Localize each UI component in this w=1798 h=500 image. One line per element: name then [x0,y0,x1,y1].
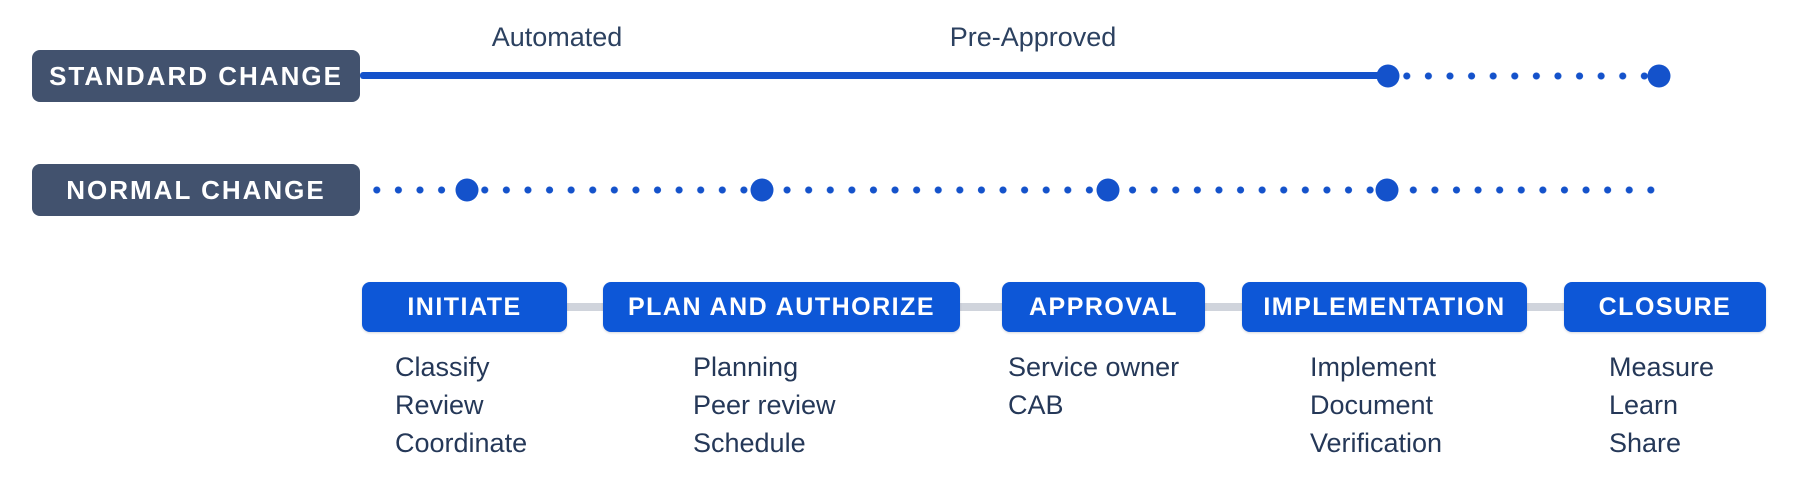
stage-item: Share [1609,428,1682,458]
stage-item: Implement [1310,352,1437,382]
stage-item: Coordinate [395,428,528,458]
normal-milestone-dot-plan [750,178,774,202]
normal-milestone-dot-approval [1096,178,1120,202]
standard-change-dotted-line [1396,72,1648,80]
normal-change-track-label: NORMAL CHANGE [32,164,360,216]
stage-items-approval: Service owner CAB [1008,348,1179,424]
stage-box-implementation: IMPLEMENTATION [1242,282,1527,332]
stage-item: Learn [1609,390,1679,420]
automated-label: Automated [491,22,623,52]
stage-item: Document [1310,390,1434,420]
normal-milestone-dot-implementation [1375,178,1399,202]
stage-box-approval: APPROVAL [1002,282,1205,332]
stage-item: Review [395,390,484,420]
stage-items-plan-and-authorize: Planning Peer review Schedule [693,348,836,462]
normal-milestone-dot-initiate [455,178,479,202]
pre-approved-label: Pre-Approved [949,22,1117,52]
stage-box-plan-and-authorize: PLAN AND AUTHORIZE [603,282,960,332]
stage-item: Measure [1609,352,1715,382]
stage-item: Peer review [693,390,836,420]
standard-milestone-dot [1376,64,1400,88]
standard-change-solid-line [360,72,1388,79]
stage-item: Planning [693,352,799,382]
stage-item: Schedule [693,428,806,458]
stage-items-implementation: Implement Document Verification [1310,348,1442,462]
normal-change-dotted-line [366,186,1668,194]
stage-item: Service owner [1008,352,1180,382]
stage-box-initiate: INITIATE [362,282,567,332]
stage-items-initiate: Classify Review Coordinate [395,348,527,462]
standard-end-milestone-dot [1647,64,1671,88]
stage-item: CAB [1008,390,1064,420]
standard-change-track-label: STANDARD CHANGE [32,50,360,102]
stage-box-closure: CLOSURE [1564,282,1766,332]
stage-item: Verification [1310,428,1443,458]
stage-items-closure: Measure Learn Share [1609,348,1714,462]
stage-item: Classify [395,352,490,382]
